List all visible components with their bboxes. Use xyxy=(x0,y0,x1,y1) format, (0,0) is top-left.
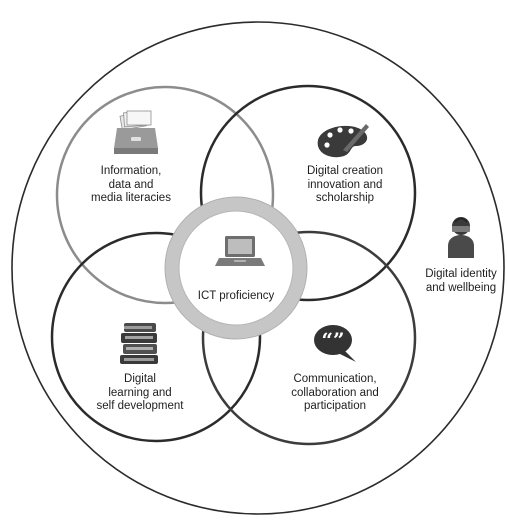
communication-label-line-3: participation xyxy=(303,400,366,412)
card-file-icon xyxy=(114,110,158,154)
ict-core xyxy=(178,210,294,326)
creation-label-line-1: Digital creation xyxy=(306,165,384,177)
identity-label-line-1: Digital identity xyxy=(425,268,497,280)
learning-label-line-3: self development xyxy=(96,400,184,412)
identity-label-line-2: and wellbeing xyxy=(425,281,497,294)
circle-creation xyxy=(199,84,417,302)
information-label: Information, data and media literacies xyxy=(76,165,186,206)
learning-label-line-1: Digital xyxy=(124,373,156,385)
center-label: ICT proficiency xyxy=(176,290,296,304)
svg-text:“”: “” xyxy=(321,328,344,352)
laptop-icon xyxy=(215,236,265,266)
book-stack-icon xyxy=(120,323,158,364)
learning-label-line-2: learning and xyxy=(108,386,172,399)
communication-label-line-1: Communication, xyxy=(293,373,377,385)
creation-label: Digital creation innovation and scholars… xyxy=(290,165,400,206)
speech-bubble-icon: “” xyxy=(314,325,356,362)
learning-label: Digital learning and self development xyxy=(85,373,195,414)
creation-label-line-2: innovation and xyxy=(307,178,383,191)
communication-label-line-2: collaboration and xyxy=(291,386,379,399)
circle-information xyxy=(55,85,275,305)
information-label-line-3: media literacies xyxy=(91,192,171,204)
outer-circle xyxy=(11,21,505,515)
paint-palette-icon xyxy=(317,124,369,158)
circle-learning xyxy=(50,231,262,443)
identity-label: Digital identity and wellbeing xyxy=(416,268,506,295)
information-label-line-2: data and xyxy=(108,178,154,191)
information-label-line-1: Information, xyxy=(100,165,162,177)
person-icon xyxy=(448,217,474,258)
circle-communication xyxy=(201,230,417,446)
creation-label-line-3: scholarship xyxy=(315,192,375,204)
communication-label: Communication, collaboration and partici… xyxy=(275,373,395,414)
center-label-text: ICT proficiency xyxy=(197,290,275,302)
